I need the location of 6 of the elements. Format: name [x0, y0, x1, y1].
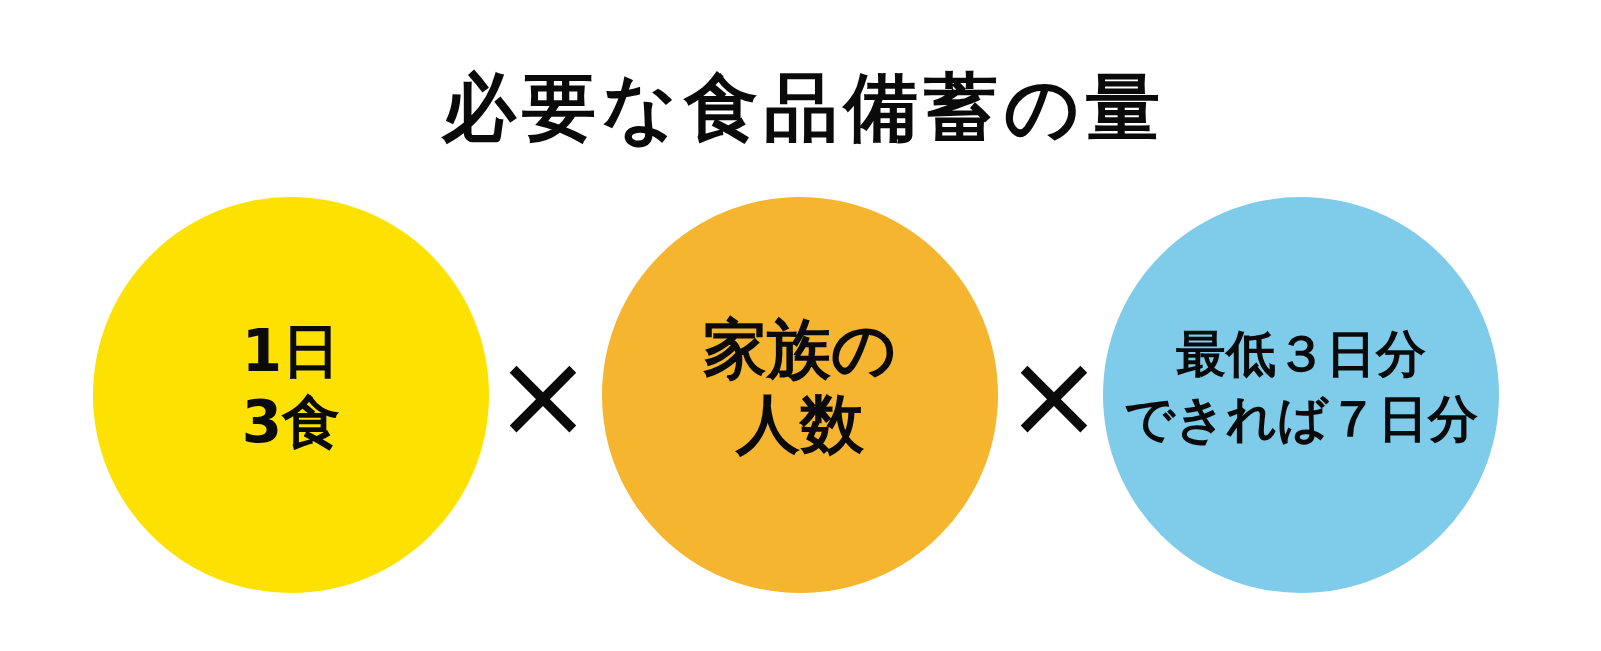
multiply-sign: ×	[1004, 359, 1104, 433]
circle-label: 最低３日分	[1176, 324, 1426, 385]
circle-label: 1日3食	[240, 316, 342, 458]
circle-label: 家族の人数	[702, 312, 898, 462]
multiply-sign: ×	[493, 359, 593, 433]
circle-label: できれば７日分	[1124, 389, 1478, 450]
